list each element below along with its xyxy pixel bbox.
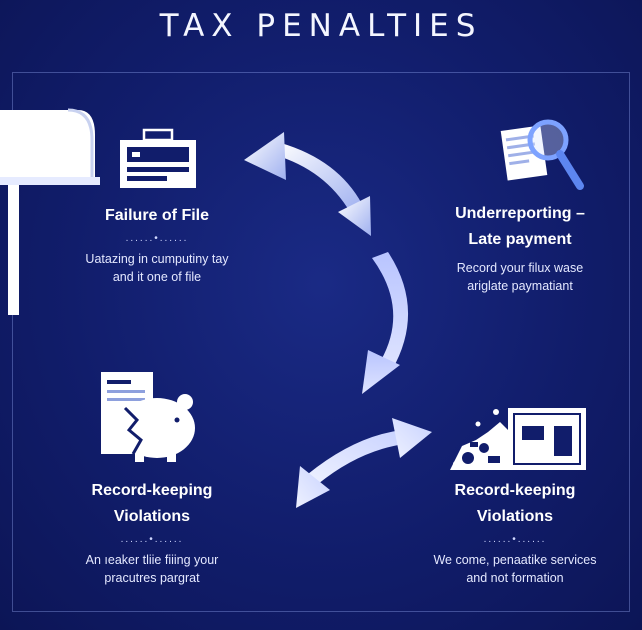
node-heading: Failure of File: [104, 207, 209, 224]
arrow-top-double: [244, 132, 371, 236]
node-text-line: We come, penaatike services: [433, 553, 597, 567]
mailbox-icon: [0, 108, 100, 315]
node-recordkeeping-left: Record-keeping Violations ......•...... …: [52, 478, 252, 587]
diagram-frame: [12, 72, 630, 612]
node-underreporting: Underreporting – Late payment Record you…: [420, 201, 620, 295]
money-pile-safe-icon: [450, 408, 586, 470]
arrow-right-down: [362, 252, 409, 394]
node-divider: ......•......: [483, 534, 547, 545]
node-text-line: An ıeaker tliie fiiing your: [85, 553, 219, 567]
node-text-line: Record your filux wase: [456, 261, 584, 275]
node-text-line: and not formation: [466, 571, 564, 585]
node-heading: Underreporting –: [455, 205, 585, 222]
magnifier-document-icon: [500, 119, 584, 190]
node-text-line: pracutres pargrat: [104, 571, 200, 585]
arrow-bottom-double: [296, 418, 432, 508]
node-divider: ......•......: [125, 233, 189, 244]
node-recordkeeping-right: Record-keeping Violations ......•...... …: [410, 478, 620, 587]
document-card-icon: [120, 128, 196, 188]
node-failure-of-file: Failure of File ......•...... Uatazing i…: [62, 203, 252, 286]
page-title: TAX PENALTIES: [159, 8, 483, 44]
node-heading: Record-keeping: [454, 482, 576, 499]
node-heading: Violations: [476, 508, 554, 525]
node-text-line: and it one of file: [112, 270, 202, 284]
node-text-line: Uatazing in cumputiny tay: [85, 252, 229, 266]
node-heading: Late payment: [468, 231, 572, 248]
node-heading: Violations: [113, 508, 191, 525]
node-divider: ......•......: [120, 534, 184, 545]
node-heading: Record-keeping: [91, 482, 213, 499]
broken-piggy-bank-icon: [101, 372, 195, 462]
node-text-line: ariglate paymatiant: [467, 279, 573, 293]
